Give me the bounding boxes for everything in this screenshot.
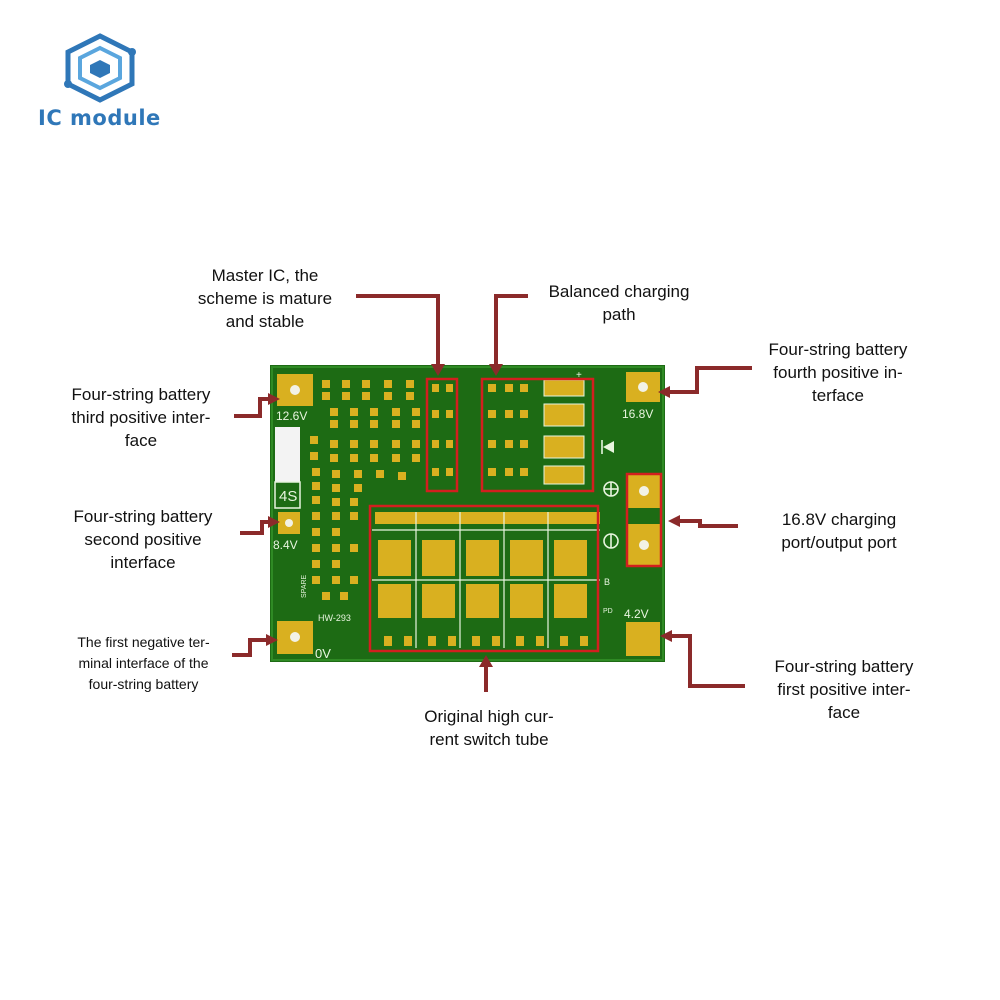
balance-path-box [480,377,595,493]
label-switch-tube: Original high cur- rent switch tube [424,707,554,749]
label-balanced-path: Balanced charging path [548,282,690,324]
label-third-positive: Four-string battery third positive inter… [71,385,211,450]
arrow-master-ic [356,294,440,366]
terminal-pads [277,372,660,656]
label-fourth-positive: Four-string battery fourth positive in- … [768,340,908,405]
arrow-fourth-positive [667,366,752,394]
label-second-positive: Four-string battery second positive inte… [73,507,213,572]
label-master-ic: Master IC, the scheme is mature and stab… [197,266,333,331]
smd-components [310,380,420,600]
arrow-first-negative [232,638,270,657]
charging-port-box [625,472,663,568]
arrow-balance [494,294,528,366]
annotation-arrows [232,294,752,692]
pd-mark: PD [603,608,613,615]
b-mark: B [604,577,610,587]
cell-count-label: 4S [279,488,297,505]
voltage-4-2v: 4.2V [624,607,649,621]
hexagon-circuit-icon [64,33,136,103]
voltage-8-4v: 8.4V [273,538,298,552]
diode-symbol [603,441,614,453]
voltage-0v: 0V [315,646,331,661]
switch-tube-box [368,504,600,653]
label-first-positive: Four-string battery first positive inter… [774,657,914,722]
voltage-16-8v: 16.8V [622,407,653,421]
arrow-first-positive [670,634,745,688]
voltage-12-6v: 12.6V [276,409,307,423]
label-first-negative: The first negative ter- minal interface … [77,634,210,692]
brand-name: IC module [38,106,161,130]
spare-mark: SPARE [301,574,308,598]
arrow-third-positive [234,397,272,418]
arrow-charging-port [678,519,738,528]
model-number: HW-293 [318,613,351,623]
highlight-boxes [368,377,663,653]
mosfet-array [372,512,600,648]
plus-mark: + [576,370,582,381]
master-ic-box [425,377,459,493]
arrow-second-positive [240,520,272,535]
label-charging-port: 16.8V charging port/output port [781,510,897,552]
